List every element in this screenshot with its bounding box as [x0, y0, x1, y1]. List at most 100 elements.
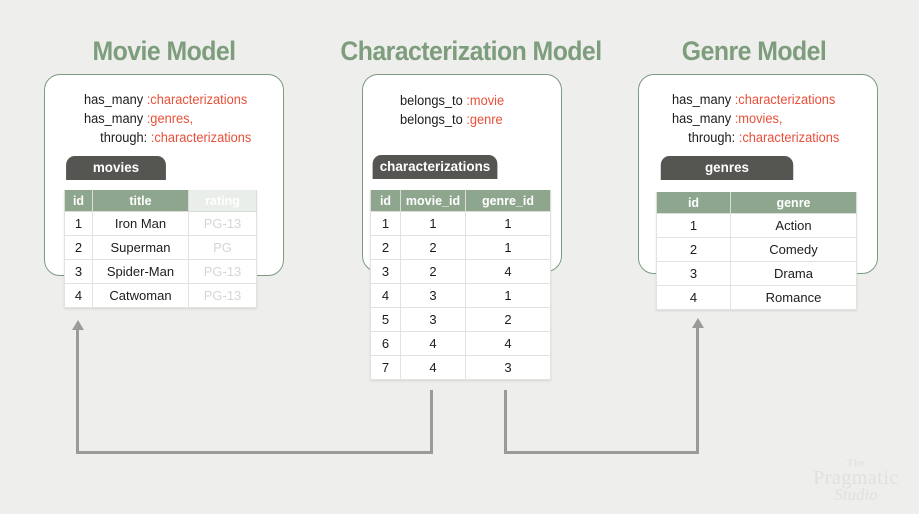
table-row: 6 4 4 [370, 331, 551, 356]
cell-id: 4 [370, 283, 401, 308]
associations-movie: has_many :characterizations has_many :ge… [84, 90, 251, 147]
association-line: through: :characterizations [84, 128, 251, 147]
arrow-head [691, 318, 704, 328]
cell-genre-id: 1 [465, 211, 551, 236]
table-row: 2 Comedy [656, 237, 857, 262]
association-line: belongs_to :genre [400, 110, 504, 129]
cell-id: 1 [370, 211, 401, 236]
table-row: 3 2 4 [370, 259, 551, 284]
table-row: 3 Spider-Man PG-13 [64, 259, 257, 284]
cell-title: Superman [92, 235, 189, 260]
cell-id: 1 [64, 211, 93, 236]
table-row: 4 3 1 [370, 283, 551, 308]
cell-genre-id: 4 [465, 259, 551, 284]
arrow-segment [696, 327, 699, 452]
table-row: 5 3 2 [370, 307, 551, 332]
association-method: belongs_to [400, 112, 467, 127]
table-row: 7 4 3 [370, 355, 551, 380]
cell-id: 1 [656, 213, 731, 238]
cell-id: 7 [370, 355, 401, 380]
cell-movie-id: 1 [400, 211, 466, 236]
cell-rating: PG-13 [188, 283, 257, 308]
cell-id: 3 [64, 259, 93, 284]
cell-id: 4 [64, 283, 93, 308]
association-symbol: :genre [466, 112, 503, 127]
cell-movie-id: 2 [400, 235, 466, 260]
association-line: through: :characterizations [672, 128, 839, 147]
association-method: through: [100, 130, 151, 145]
table-name-tab-genres: genres [660, 156, 794, 180]
table-row: 1 1 1 [370, 211, 551, 236]
cell-id: 6 [370, 331, 401, 356]
column-header-rating: rating [188, 190, 257, 212]
cell-title: Spider-Man [92, 259, 189, 284]
table-row: 3 Drama [656, 261, 857, 286]
cell-genre: Comedy [730, 237, 857, 262]
cell-id: 2 [64, 235, 93, 260]
cell-genre-id: 1 [465, 283, 551, 308]
table-row: 2 2 1 [370, 235, 551, 260]
model-title-genre: Genre Model [681, 36, 827, 66]
association-symbol: :genres, [146, 111, 194, 126]
association-line: has_many :characterizations [672, 90, 839, 109]
cell-genre-id: 2 [465, 307, 551, 332]
pragmatic-studio-logo: The Pragmatic Studio [806, 457, 906, 504]
table-characterizations: id movie_id genre_id 1 1 1 2 2 1 3 2 4 [370, 190, 551, 380]
table-row: 4 Catwoman PG-13 [64, 283, 257, 308]
association-symbol: :characterizations [738, 130, 840, 145]
association-method: belongs_to [400, 93, 467, 108]
cell-genre-id: 1 [465, 235, 551, 260]
cell-movie-id: 3 [400, 283, 466, 308]
column-header-id: id [370, 190, 401, 212]
table-header-row: id title rating [64, 190, 257, 212]
table-row: 2 Superman PG [64, 235, 257, 260]
cell-genre: Drama [730, 261, 857, 286]
association-symbol: :movies, [734, 111, 783, 126]
table-header-row: id genre [656, 192, 857, 214]
associations-characterization: belongs_to :movie belongs_to :genre [400, 91, 504, 129]
cell-id: 3 [370, 259, 401, 284]
logo-line-the: The [846, 457, 866, 469]
column-header-id: id [656, 192, 731, 214]
association-symbol: :characterizations [146, 92, 248, 107]
cell-id: 2 [370, 235, 401, 260]
cell-movie-id: 2 [400, 259, 466, 284]
cell-rating: PG [188, 235, 257, 260]
association-method: has_many [672, 111, 735, 126]
table-row: 1 Action [656, 213, 857, 238]
model-title-characterization: Characterization Model [340, 36, 602, 66]
table-name-tab-characterizations: characterizations [372, 155, 498, 179]
arrow-head [71, 320, 84, 330]
association-line: belongs_to :movie [400, 91, 504, 110]
association-symbol: :movie [466, 93, 505, 108]
arrow-segment [76, 451, 433, 454]
cell-genre: Romance [730, 285, 857, 310]
cell-genre-id: 4 [465, 331, 551, 356]
cell-id: 5 [370, 307, 401, 332]
arrow-segment [504, 390, 507, 454]
logo-line-pragmatic: Pragmatic [813, 467, 899, 489]
cell-id: 3 [656, 261, 731, 286]
table-genres: id genre 1 Action 2 Comedy 3 Drama 4 Rom… [656, 192, 857, 310]
cell-movie-id: 3 [400, 307, 466, 332]
cell-movie-id: 4 [400, 331, 466, 356]
cell-genre: Action [730, 213, 857, 238]
cell-title: Iron Man [92, 211, 189, 236]
table-header-row: id movie_id genre_id [370, 190, 551, 212]
association-method: through: [688, 130, 739, 145]
association-line: has_many :genres, [84, 109, 251, 128]
table-row: 1 Iron Man PG-13 [64, 211, 257, 236]
cell-genre-id: 3 [465, 355, 551, 380]
association-method: has_many [672, 92, 735, 107]
model-title-movie: Movie Model [92, 36, 236, 66]
cell-title: Catwoman [92, 283, 189, 308]
table-row: 4 Romance [656, 285, 857, 310]
column-header-movie-id: movie_id [400, 190, 466, 212]
cell-rating: PG-13 [188, 211, 257, 236]
arrow-segment [76, 329, 79, 452]
association-line: has_many :movies, [672, 109, 839, 128]
cell-id: 4 [656, 285, 731, 310]
column-header-genre: genre [730, 192, 857, 214]
table-name-tab-movies: movies [66, 156, 166, 180]
